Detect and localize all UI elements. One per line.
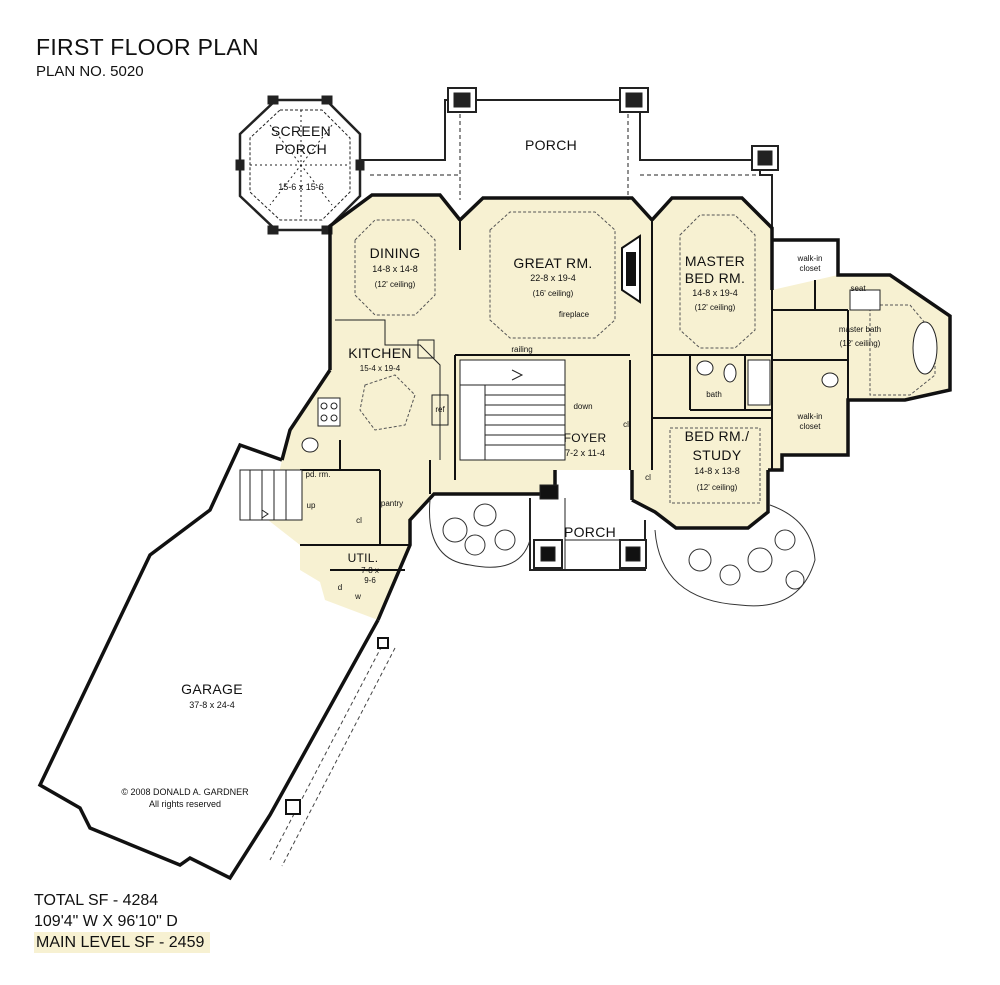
plan-number: PLAN NO. 5020 [36, 63, 144, 80]
screen-porch-dims: 15-6 x 15-6 [278, 182, 324, 192]
screen-porch [235, 95, 365, 235]
kitchen-dims: 15-4 x 19-4 [360, 364, 401, 373]
walkin-bot-l1: walk-in [797, 412, 823, 421]
washer-label: w [354, 592, 361, 601]
dining-dims: 14-8 x 14-8 [372, 264, 418, 274]
front-porch [529, 484, 647, 571]
closet-label-3: cl [356, 516, 362, 525]
dryer-label: d [338, 583, 342, 592]
plan-title: FIRST FLOOR PLAN [36, 34, 259, 60]
foyer-name: FOYER [564, 431, 607, 445]
util-dims-1: 7-8 x [361, 566, 379, 575]
up-label: up [307, 501, 316, 510]
railing-label: railing [511, 345, 532, 354]
total-sf: TOTAL SF - 4284 [34, 892, 159, 909]
bed-study-dims: 14-8 x 13-8 [694, 466, 740, 476]
garage-post [377, 637, 389, 649]
walkin-bot-l2: closet [800, 422, 822, 431]
foyer-dims: 7-2 x 11-4 [565, 448, 605, 458]
copyright-line-2: All rights reserved [149, 799, 221, 809]
dining-name: DINING [370, 245, 421, 261]
walkin-top-l1: walk-in [797, 254, 823, 263]
master-bed-name-1: MASTER [685, 253, 745, 269]
landscaping [429, 499, 816, 607]
master-bath-ceiling: (12' ceiling) [840, 339, 881, 348]
front-porch-name: PORCH [564, 524, 616, 540]
bed-study-ceiling: (12' ceiling) [697, 483, 738, 492]
master-bed-dims: 14-8 x 19-4 [692, 288, 738, 298]
bath-fixtures [301, 289, 938, 453]
great-rm-ceiling: (16' ceiling) [533, 289, 574, 298]
bath-label: bath [706, 390, 722, 399]
top-porch-name: PORCH [525, 137, 577, 153]
plan-stats: TOTAL SF - 4284 109'4" W X 96'10" D MAIN… [34, 890, 211, 953]
master-bath-name: master bath [839, 325, 881, 334]
interior-walls [300, 220, 849, 571]
closet-label-1: cl [623, 420, 629, 429]
kitchen-counters [317, 319, 449, 460]
master-bed-name-2: BED RM. [685, 270, 745, 286]
down-label: down [573, 402, 592, 411]
pantry-label: pantry [381, 499, 403, 508]
fireplace [621, 234, 641, 304]
seat-label: seat [850, 284, 866, 293]
main-level-sf: MAIN LEVEL SF - 2459 [34, 932, 211, 953]
walkin-top-l2: closet [800, 264, 822, 273]
util-dims-2: 9-6 [364, 576, 376, 585]
closet-label-2: cl [645, 473, 651, 482]
overall-dimensions: 109'4" W X 96'10" D [34, 913, 178, 930]
main-stairs [459, 359, 566, 461]
screen-porch-name-1: SCREEN [271, 123, 331, 139]
dining-ceiling: (12' ceiling) [375, 280, 416, 289]
bed-study-name-2: STUDY [693, 447, 742, 463]
garage-dims: 37-8 x 24-4 [189, 700, 235, 710]
garage-name: GARAGE [181, 681, 243, 697]
bed-study-name-1: BED RM./ [685, 428, 750, 444]
floor-fills [268, 195, 950, 620]
util-name: UTIL. [348, 551, 379, 565]
garage-post [285, 799, 301, 815]
copyright-line-1: © 2008 DONALD A. GARDNER [121, 787, 249, 797]
screen-porch-name-2: PORCH [275, 141, 327, 157]
fireplace-label: fireplace [559, 310, 590, 319]
room-labels: SCREEN PORCH 15-6 x 15-6 PORCH DINING 14… [121, 123, 881, 809]
ceiling-outlines [354, 211, 936, 504]
kitchen-name: KITCHEN [348, 345, 412, 361]
garage-doors [269, 639, 396, 867]
great-rm-dims: 22-8 x 19-4 [530, 273, 576, 283]
garage-outline [37, 442, 380, 881]
ref-label: ref [435, 405, 445, 414]
great-rm-name: GREAT RM. [513, 255, 592, 271]
house-walls [280, 193, 952, 621]
garage-stairs [239, 469, 303, 521]
pd-rm-label: pd. rm. [306, 470, 331, 479]
master-bed-ceiling: (12' ceiling) [695, 303, 736, 312]
top-porch [360, 87, 779, 228]
